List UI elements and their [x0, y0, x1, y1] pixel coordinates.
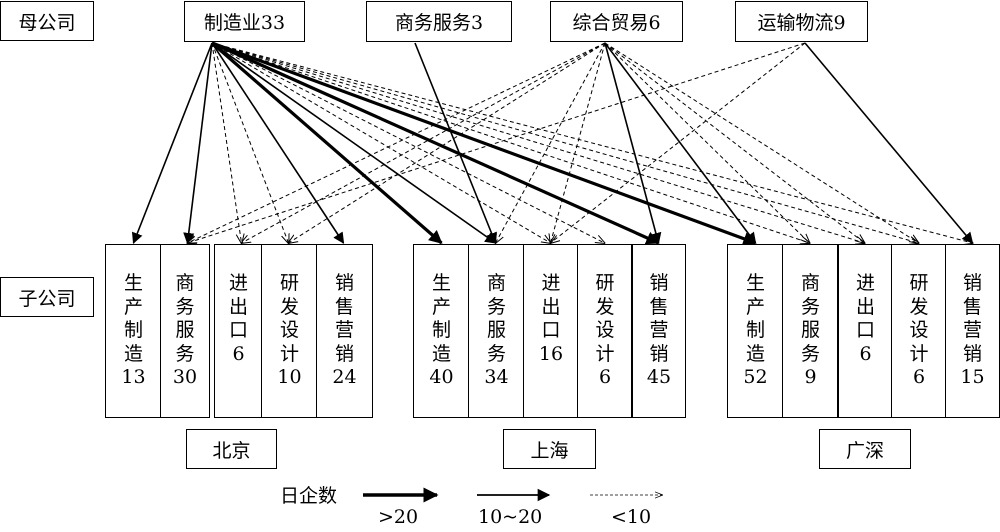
flow-arrow-mfg-to-shanghai-0 [210, 41, 443, 245]
flow-arrow-mfg-to-beijing-3 [211, 42, 289, 243]
flow-arrow-mfg-to-shanghai-1 [211, 42, 497, 244]
legend-label-dashed: <10 [611, 506, 652, 528]
flow-arrow-trade-to-beijing-3 [289, 42, 606, 243]
flow-arrow-trade-to-guangshen-2 [604, 42, 865, 243]
flow-arrow-mfg-to-shanghai-2 [211, 42, 551, 243]
flow-arrow-trade-to-beijing-1 [188, 42, 606, 243]
flow-arrow-mfg-to-beijing-4 [211, 42, 345, 244]
parent-business-services: 商务服务3 [366, 1, 512, 42]
flow-arrow-trade-to-guangshen-1 [604, 42, 810, 243]
city-label-guangshen: 广深 [819, 429, 911, 469]
parent-logistics: 运输物流9 [735, 1, 868, 42]
parent-trading: 综合贸易6 [550, 1, 683, 42]
flow-arrow-mfg-to-guangshen-0 [211, 41, 757, 246]
subsidiary-label: 子公司 [0, 277, 94, 317]
flow-arrow-mfg-to-guangshen-1 [211, 42, 810, 243]
flow-arrow-mfg-to-beijing-2 [211, 42, 242, 243]
flow-arrow-mfg-to-guangshen-2 [211, 42, 865, 243]
flow-arrow-trade-to-shanghai-4 [604, 42, 662, 245]
flow-arrow-logi-to-beijing-1 [188, 42, 806, 243]
flow-arrow-trade-to-shanghai-1 [496, 42, 606, 243]
flow-arrow-biz-to-shanghai-1 [414, 42, 497, 245]
flow-arrow-mfg-to-beijing-0 [131, 42, 213, 245]
city-label-shanghai: 上海 [503, 429, 596, 469]
flow-arrow-logi-to-guangshen-4 [804, 42, 974, 244]
flow-arrow-trade-to-guangshen-0 [604, 42, 757, 244]
city-label-beijing: 北京 [186, 429, 277, 469]
flow-arrow-trade-to-shanghai-2 [551, 42, 606, 243]
flow-arrow-mfg-to-guangshen-4 [211, 42, 973, 243]
flow-arrow-mfg-to-shanghai-4 [211, 41, 660, 245]
legend-label-medium: 10~20 [478, 506, 543, 528]
flow-arrow-trade-to-beijing-2 [242, 42, 606, 243]
legend-label-thick: >20 [378, 506, 419, 528]
flow-arrow-mfg-to-beijing-1 [183, 42, 213, 245]
parent-company-label: 母公司 [0, 1, 94, 41]
flow-arrow-trade-to-guangshen-3 [604, 42, 919, 243]
flow-arrow-mfg-to-guangshen-3 [211, 42, 919, 243]
flow-arrow-logi-to-shanghai-2 [551, 42, 806, 243]
flow-arrow-mfg-to-shanghai-3 [211, 42, 605, 243]
parent-manufacturing: 制造业33 [184, 1, 305, 42]
legend-title: 日企数 [280, 485, 338, 507]
